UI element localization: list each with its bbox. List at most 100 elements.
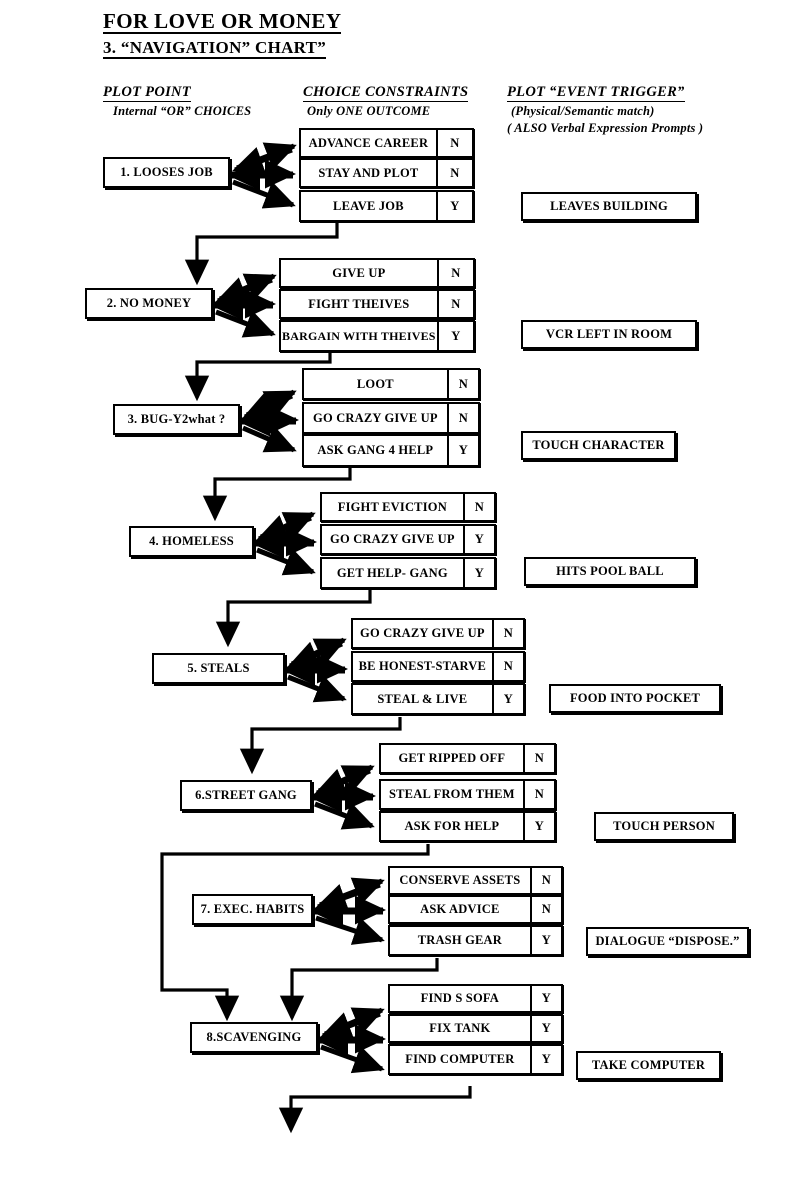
plot-point-box-1[interactable]: 1. LOOSES JOB	[103, 157, 230, 188]
plot-point-box-4[interactable]: 4. HOMELESS	[129, 526, 254, 557]
choice-flag-1-1: N	[450, 135, 460, 150]
choice-box-5-3[interactable]: STEAL & LIVE Y	[351, 683, 525, 715]
choice-box-7-1[interactable]: CONSERVE ASSETS N	[388, 866, 563, 895]
row-7-fan-arrows	[311, 877, 387, 945]
column-header-event-trigger: PLOT “EVENT TRIGGER” (Physical/Semantic …	[507, 83, 703, 136]
choice-box-8-2[interactable]: FIX TANK Y	[388, 1014, 563, 1043]
choice-flag-5-2: N	[503, 659, 513, 674]
choice-label-3-3: ASK GANG 4 HELP	[304, 436, 449, 465]
choice-box-8-1[interactable]: FIND S SOFA Y	[388, 984, 563, 1013]
plot-point-box-5[interactable]: 5. STEALS	[152, 653, 285, 684]
choice-label-2-1: GIVE UP	[281, 260, 439, 286]
choice-label-7-3: TRASH GEAR	[390, 927, 532, 954]
row-5-to-row-6-connector	[239, 717, 402, 775]
choice-label-1-3: LEAVE JOB	[301, 192, 438, 220]
row-4-to-row-5-connector	[215, 590, 372, 648]
choice-constraints-header-line2: Only ONE OUTCOME	[307, 104, 431, 118]
plot-point-header-line2: Internal “OR” CHOICES	[113, 104, 252, 118]
choice-flag-7-1: N	[541, 873, 551, 888]
choice-box-2-2[interactable]: FIGHT THEIVES N	[279, 289, 475, 319]
choice-box-3-2[interactable]: GO CRAZY GIVE UP N	[302, 402, 480, 434]
row-6-fan-arrows	[310, 764, 377, 830]
choice-box-7-3[interactable]: TRASH GEAR Y	[388, 925, 563, 956]
row-8-fan-arrows	[316, 1007, 387, 1074]
choice-flag-4-3: Y	[474, 565, 484, 580]
event-trigger-box-7[interactable]: DIALOGUE “DISPOSE.”	[586, 927, 749, 956]
choice-box-1-3[interactable]: LEAVE JOB Y	[299, 190, 474, 222]
choice-box-6-1[interactable]: GET RIPPED OFF N	[379, 743, 556, 774]
choice-box-2-3[interactable]: BARGAIN WITH THEIVES Y	[279, 320, 475, 352]
choice-constraints-header-line1: CHOICE CONSTRAINTS	[303, 84, 469, 102]
choice-label-6-2: STEAL FROM THEM	[381, 781, 525, 808]
row-2-fan-arrows	[211, 273, 277, 338]
row-5-fan-arrows	[283, 637, 349, 703]
choice-flag-8-2: Y	[541, 1021, 551, 1036]
event-trigger-box-5[interactable]: FOOD INTO POCKET	[549, 684, 721, 713]
choice-label-3-2: GO CRAZY GIVE UP	[304, 404, 449, 432]
choice-box-3-1[interactable]: LOOT N	[302, 368, 480, 400]
row-4-fan-arrows	[252, 511, 318, 576]
event-trigger-box-6[interactable]: TOUCH PERSON	[594, 812, 734, 841]
row-1-fan-arrows	[228, 142, 297, 209]
event-trigger-header-line2: (Physical/Semantic match)	[511, 104, 655, 118]
choice-flag-6-3: Y	[534, 819, 544, 834]
choice-label-7-1: CONSERVE ASSETS	[390, 868, 532, 893]
choice-flag-1-2: N	[450, 165, 460, 180]
plot-point-box-8[interactable]: 8.SCAVENGING	[190, 1022, 318, 1053]
choice-flag-6-1: N	[534, 751, 544, 766]
choice-label-6-1: GET RIPPED OFF	[381, 745, 525, 772]
plot-point-box-6[interactable]: 6.STREET GANG	[180, 780, 312, 811]
choice-box-4-1[interactable]: FIGHT EVICTION N	[320, 492, 496, 522]
choice-flag-1-3: Y	[450, 198, 460, 213]
choice-flag-7-3: Y	[541, 933, 551, 948]
row-3-fan-arrows	[238, 389, 300, 453]
choice-box-4-2[interactable]: GO CRAZY GIVE UP Y	[320, 524, 496, 555]
chart-terminal-arrow	[278, 1086, 472, 1134]
choice-label-3-1: LOOT	[304, 370, 449, 398]
choice-label-2-3: BARGAIN WITH THEIVES	[281, 322, 439, 350]
choice-box-3-3[interactable]: ASK GANG 4 HELP Y	[302, 434, 480, 467]
plot-point-box-7[interactable]: 7. EXEC. HABITS	[192, 894, 313, 925]
choice-box-7-2[interactable]: ASK ADVICE N	[388, 895, 563, 924]
choice-flag-8-1: Y	[541, 991, 551, 1006]
choice-box-8-3[interactable]: FIND COMPUTER Y	[388, 1044, 563, 1075]
choice-label-4-3: GET HELP- GANG	[322, 559, 465, 587]
choice-flag-8-3: Y	[541, 1052, 551, 1067]
event-trigger-box-3[interactable]: TOUCH CHARACTER	[521, 431, 676, 460]
column-header-plot-point: PLOT POINT Internal “OR” CHOICES	[103, 83, 251, 119]
choice-flag-5-3: Y	[503, 691, 513, 706]
choice-flag-5-1: N	[503, 626, 513, 641]
choice-label-8-1: FIND S SOFA	[390, 986, 532, 1011]
choice-box-1-2[interactable]: STAY AND PLOT N	[299, 158, 474, 188]
chart-subtitle: 3. “NAVIGATION” CHART”	[103, 38, 327, 59]
choice-label-8-3: FIND COMPUTER	[390, 1046, 532, 1073]
event-trigger-box-8[interactable]: TAKE COMPUTER	[576, 1051, 721, 1080]
event-trigger-box-4[interactable]: HITS POOL BALL	[524, 557, 696, 586]
choice-flag-3-3: Y	[458, 443, 468, 458]
choice-box-5-2[interactable]: BE HONEST-STARVE N	[351, 651, 525, 682]
event-trigger-box-2[interactable]: VCR LEFT IN ROOM	[521, 320, 697, 349]
choice-flag-2-1: N	[451, 265, 461, 280]
choice-flag-6-2: N	[534, 787, 544, 802]
choice-box-5-1[interactable]: GO CRAZY GIVE UP N	[351, 618, 525, 649]
choice-box-6-3[interactable]: ASK FOR HELP Y	[379, 811, 556, 842]
choice-box-6-2[interactable]: STEAL FROM THEM N	[379, 779, 556, 810]
choice-flag-2-3: Y	[451, 328, 461, 343]
choice-box-2-1[interactable]: GIVE UP N	[279, 258, 475, 288]
choice-flag-3-2: N	[458, 410, 468, 425]
choice-flag-2-2: N	[451, 296, 461, 311]
chart-title: FOR LOVE OR MONEY	[103, 9, 342, 34]
choice-label-7-2: ASK ADVICE	[390, 897, 532, 922]
column-header-choice-constraints: CHOICE CONSTRAINTS Only ONE OUTCOME	[303, 83, 469, 119]
event-trigger-header-line1: PLOT “EVENT TRIGGER”	[507, 84, 685, 102]
event-trigger-box-1[interactable]: LEAVES BUILDING	[521, 192, 697, 221]
choice-flag-7-2: N	[541, 902, 551, 917]
plot-point-box-2[interactable]: 2. NO MONEY	[85, 288, 213, 319]
choice-label-5-3: STEAL & LIVE	[353, 685, 494, 713]
choice-box-4-3[interactable]: GET HELP- GANG Y	[320, 557, 496, 589]
plot-point-header-line1: PLOT POINT	[103, 84, 191, 102]
plot-point-box-3[interactable]: 3. BUG-Y2what ?	[113, 404, 240, 435]
choice-box-1-1[interactable]: ADVANCE CAREER N	[299, 128, 474, 158]
choice-label-1-2: STAY AND PLOT	[301, 160, 438, 186]
